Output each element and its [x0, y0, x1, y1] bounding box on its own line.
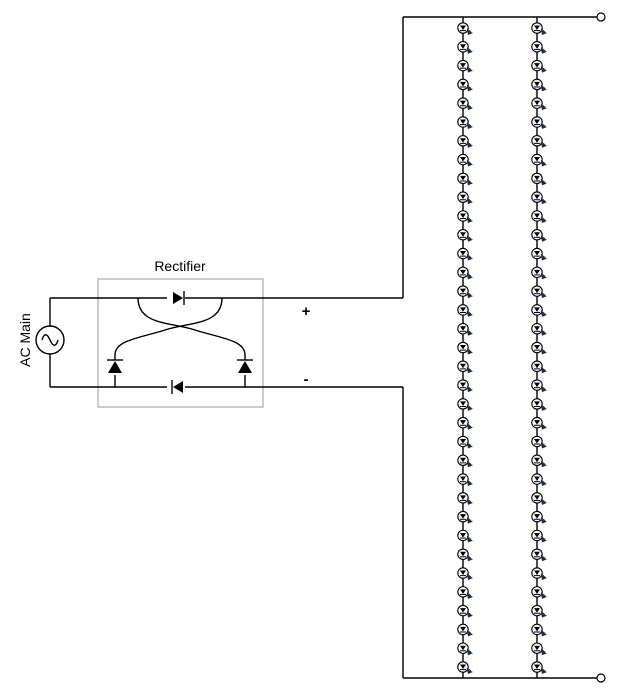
led: [531, 623, 547, 637]
led: [531, 567, 547, 581]
led: [531, 41, 547, 54]
diode-right: [237, 355, 253, 373]
terminal-top: [596, 12, 606, 22]
led: [457, 247, 473, 261]
led: [531, 247, 547, 261]
led: [531, 228, 547, 242]
ac-source: [35, 298, 65, 387]
led: [531, 604, 547, 618]
led: [457, 379, 473, 393]
led: [457, 135, 473, 148]
led: [531, 78, 547, 92]
led: [531, 642, 547, 656]
rectifier-box: [97, 278, 264, 408]
led: [457, 492, 473, 505]
led: [531, 661, 547, 674]
plus-label: +: [302, 303, 311, 320]
led: [531, 322, 547, 336]
led: [457, 172, 473, 186]
led: [457, 360, 473, 374]
led: [457, 41, 473, 54]
led: [457, 567, 473, 581]
led: [457, 153, 473, 167]
diode-top: [173, 291, 185, 305]
terminal-bottom: [596, 673, 606, 683]
led: [457, 510, 473, 524]
led: [531, 210, 547, 223]
led: [457, 78, 473, 92]
led: [531, 416, 547, 430]
led: [457, 210, 473, 223]
led: [531, 304, 547, 317]
led: [531, 454, 547, 468]
led: [531, 473, 547, 487]
led: [457, 228, 473, 242]
led: [457, 22, 473, 35]
led: [457, 435, 473, 449]
led: [531, 360, 547, 374]
led: [531, 341, 547, 355]
led: [531, 116, 547, 129]
led: [457, 191, 473, 205]
rectifier-label: Rectifier: [154, 258, 206, 274]
ac-main-label: AC Main: [17, 313, 33, 367]
led: [457, 97, 473, 111]
led: [531, 586, 547, 599]
led: [457, 454, 473, 468]
led: [457, 473, 473, 487]
led: [457, 548, 473, 562]
led: [457, 416, 473, 430]
diode-left: [107, 355, 123, 373]
led: [531, 135, 547, 148]
wiring: [50, 16, 597, 679]
led: [531, 172, 547, 186]
led: [531, 529, 547, 543]
led: [457, 341, 473, 355]
led: [531, 59, 547, 73]
led: [531, 435, 547, 449]
led: [457, 266, 473, 280]
diode-bottom: [171, 380, 183, 394]
led: [531, 266, 547, 280]
minus-label: -: [304, 371, 309, 388]
led: [457, 304, 473, 317]
led: [457, 623, 473, 637]
led: [531, 398, 547, 411]
led: [531, 379, 547, 393]
led: [457, 398, 473, 411]
led: [457, 604, 473, 618]
led: [531, 153, 547, 167]
led: [531, 548, 547, 562]
led: [531, 191, 547, 205]
led: [457, 59, 473, 73]
led: [457, 642, 473, 656]
led: [457, 322, 473, 336]
led-string-2: [531, 17, 547, 678]
led: [531, 510, 547, 524]
led: [457, 661, 473, 674]
led: [457, 586, 473, 599]
led: [457, 116, 473, 129]
led: [457, 529, 473, 543]
led: [531, 285, 547, 299]
led: [457, 285, 473, 299]
led-string-1: [457, 17, 473, 678]
led: [531, 97, 547, 111]
led: [531, 492, 547, 505]
led: [531, 22, 547, 35]
